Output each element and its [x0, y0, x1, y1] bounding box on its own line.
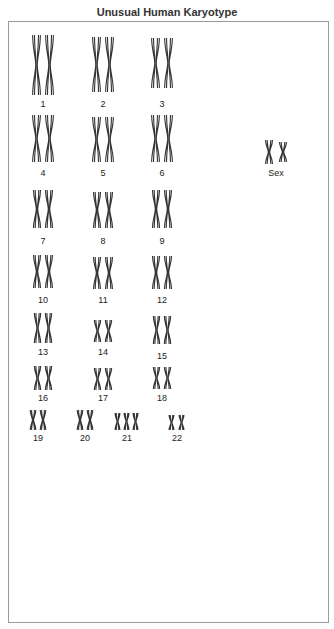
chromosome-number: 8 [100, 237, 105, 246]
chromosomes [30, 35, 286, 430]
figure-title: Unusual Human Karyotype [97, 7, 238, 18]
chromosome-number: 1 [40, 100, 45, 109]
chromosome-number: 19 [33, 434, 43, 443]
chromosome-number: 14 [98, 348, 108, 357]
chromosome-number: 2 [100, 100, 105, 109]
chromosome-number: 22 [172, 434, 182, 443]
chromosome-number: 11 [98, 296, 107, 305]
chromosome-number: 3 [159, 100, 164, 109]
chromosome-number: 10 [38, 296, 48, 305]
frame [9, 22, 329, 623]
chromosome-number: 5 [100, 169, 105, 178]
chromosome-number: 21 [122, 434, 132, 443]
chromosome-number: 16 [38, 394, 48, 403]
chromosome-number: Sex [268, 169, 284, 178]
chromosome-number: 13 [38, 348, 48, 357]
chromosome-number: 12 [157, 296, 167, 305]
chromosome-number: 15 [157, 352, 167, 361]
chromosome-number: 7 [40, 237, 45, 246]
chromosome-number: 9 [159, 237, 164, 246]
chromosome-number: 17 [98, 394, 108, 403]
chromosome-number: 20 [80, 434, 90, 443]
chromosome-number: 18 [157, 394, 167, 403]
chromosome-number: 6 [159, 169, 164, 178]
chromosome-number: 4 [40, 169, 45, 178]
